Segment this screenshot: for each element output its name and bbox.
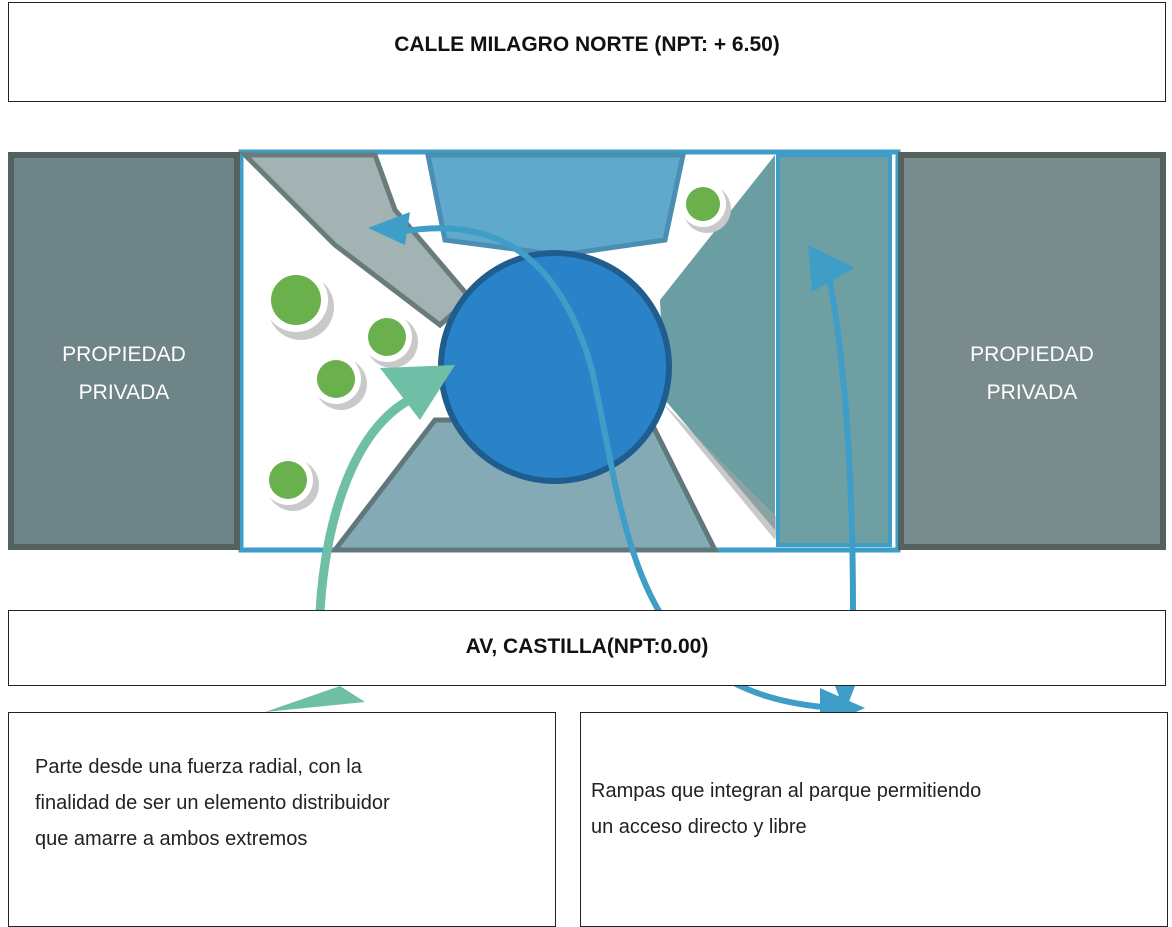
top-street-box: CALLE MILAGRO NORTE (NPT: + 6.50) xyxy=(8,2,1166,102)
ramp-vertical-head xyxy=(808,245,855,292)
top-street-label: CALLE MILAGRO NORTE (NPT: + 6.50) xyxy=(394,33,780,56)
radial-path-arrow xyxy=(315,390,422,613)
bottom-street-box: AV, CASTILLA(NPT:0.00) xyxy=(8,610,1166,686)
note-line: un acceso directo y libre xyxy=(591,816,807,838)
tree xyxy=(686,187,720,221)
note-radial: Parte desde una fuerza radial, con la fi… xyxy=(8,712,556,927)
note-line: Parte desde una fuerza radial, con la xyxy=(35,756,362,778)
trees xyxy=(263,181,731,511)
tree xyxy=(317,360,355,398)
note-line: que amarre a ambos extremos xyxy=(35,828,308,850)
ramp-right-strip xyxy=(776,153,892,547)
radial-arrow-tail xyxy=(265,686,365,712)
wedge-shadow xyxy=(660,400,780,540)
ramp-top-funnel xyxy=(424,152,687,258)
note-line: finalidad de ser un elemento distribuido… xyxy=(35,792,390,814)
property-label-line1: PROPIEDAD xyxy=(970,343,1094,366)
tree xyxy=(368,318,406,356)
private-property-right: PROPIEDAD PRIVADA xyxy=(898,152,1166,550)
ramp-arc-path xyxy=(399,225,836,711)
tree xyxy=(271,275,321,325)
ramp-right-wedge xyxy=(660,155,775,530)
private-property-left: PROPIEDAD PRIVADA xyxy=(8,152,240,550)
property-label-line2: PRIVADA xyxy=(78,381,170,404)
tree xyxy=(269,461,307,499)
bottom-street-label: AV, CASTILLA(NPT:0.00) xyxy=(465,635,709,658)
note-line: Rampas que integran al parque permitiend… xyxy=(591,780,982,802)
radial-arrow-head xyxy=(380,365,455,420)
ramp-vertical-path xyxy=(825,271,856,613)
ramp-arc-head-top xyxy=(368,212,410,245)
ramp-vertical-tail xyxy=(835,686,855,712)
property-label-line1: PROPIEDAD xyxy=(62,343,186,366)
property-label-line2: PRIVADA xyxy=(986,381,1078,404)
note-ramps: Rampas que integran al parque permitiend… xyxy=(580,712,1168,927)
